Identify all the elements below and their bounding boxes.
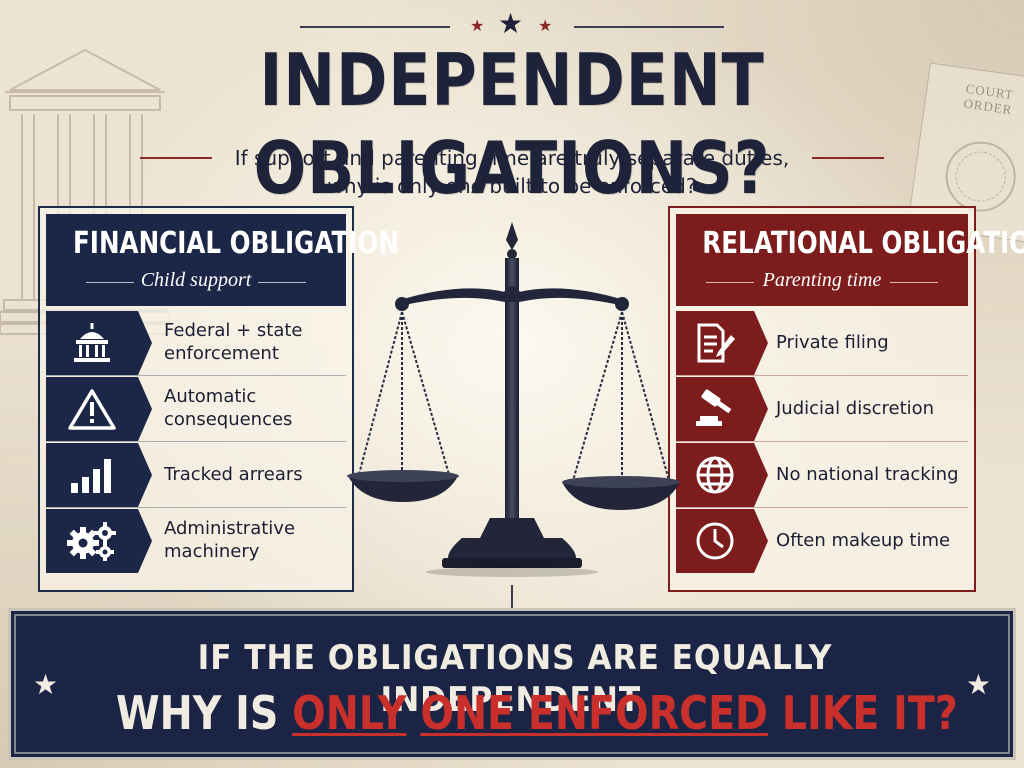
gavel-icon xyxy=(696,389,732,426)
star-icon: ★ xyxy=(498,8,524,39)
warning-triangle-icon xyxy=(68,389,116,430)
banner-text-red-underlined: ONLY xyxy=(292,686,407,740)
page-subtitle: If support and parenting time are truly … xyxy=(190,144,834,200)
star-icon: ★ xyxy=(538,18,553,35)
ornament-line-left xyxy=(300,26,450,28)
subtitle-rule-right xyxy=(812,157,884,159)
header-dash xyxy=(258,282,306,283)
ornament-line-right xyxy=(574,26,724,28)
document-pen-icon xyxy=(697,323,735,363)
capitol-building-icon xyxy=(74,323,110,362)
list-item: Federal + state enforcement xyxy=(46,310,346,376)
header-dash xyxy=(890,282,938,283)
balance-scale-icon xyxy=(347,222,680,577)
list-item: Often makeup time xyxy=(676,508,968,574)
list-item: Tracked arrears xyxy=(46,442,346,508)
list-item-label: Judicial discretion xyxy=(776,397,935,419)
header-ornament: ★ ★ ★ xyxy=(300,8,724,42)
relational-obligation-panel: RELATIONAL OBLIGATION Parenting time Pri… xyxy=(668,206,1024,592)
star-icon: ★ xyxy=(470,18,485,35)
banner-text-white: WHY IS xyxy=(115,686,279,740)
star-icon: ★ xyxy=(33,669,59,700)
banner-text-red-underlined: ONE ENFORCED xyxy=(420,686,769,740)
banner-line-1: IF THE OBLIGATIONS ARE EQUALLY INDEPENDE… xyxy=(197,638,833,720)
connector-line xyxy=(511,585,513,609)
list-item-label: No national tracking xyxy=(776,463,959,485)
conclusion-banner: ★ ★ IF THE OBLIGATIONS ARE EQUALLY INDEP… xyxy=(8,608,1016,760)
financial-obligation-panel: FINANCIAL OBLIGATION Child support Feder… xyxy=(38,206,399,592)
header-dash xyxy=(706,282,754,283)
clock-icon xyxy=(696,522,734,560)
relational-panel-subtitle: Parenting time xyxy=(762,269,882,291)
header-dash xyxy=(86,282,134,283)
list-item: Private filing xyxy=(676,310,968,376)
subtitle-line-2: why is only one built to be enforced? xyxy=(327,174,697,198)
financial-panel-title: FINANCIAL OBLIGATION xyxy=(73,226,399,261)
relational-panel-title: RELATIONAL OBLIGATION xyxy=(702,226,1024,261)
subtitle-line-1: If support and parenting time are truly … xyxy=(234,146,790,170)
banner-line-2: WHY IS ONLY ONE ENFORCED LIKE IT? xyxy=(115,685,958,741)
gears-icon xyxy=(67,522,116,561)
subtitle-rule-left xyxy=(140,157,212,159)
list-item: Administrative machinery xyxy=(46,508,346,574)
relational-panel-header: RELATIONAL OBLIGATION Parenting time xyxy=(676,214,1024,306)
financial-panel-subtitle: Child support xyxy=(140,269,252,291)
bar-chart-icon xyxy=(71,459,111,493)
list-item-label: Private filing xyxy=(776,331,889,353)
financial-panel-header: FINANCIAL OBLIGATION Child support xyxy=(46,214,399,306)
court-seal xyxy=(941,137,1021,217)
page-title: INDEPENDENT OBLIGATIONS? xyxy=(253,38,771,210)
list-item-label: Automatic consequences xyxy=(164,386,293,430)
list-item-label: Often makeup time xyxy=(776,529,951,551)
globe-icon xyxy=(696,456,734,494)
list-item-label: Federal + state enforcement xyxy=(164,320,303,364)
court-order-text: COURT ORDER xyxy=(962,80,1015,118)
list-item-label: Administrative machinery xyxy=(164,518,296,562)
star-icon: ★ xyxy=(965,669,991,700)
list-item: Judicial discretion xyxy=(676,376,968,442)
list-item: No national tracking xyxy=(676,442,968,508)
banner-text-red: LIKE IT? xyxy=(781,686,958,740)
list-item: Automatic consequences xyxy=(46,376,346,442)
list-item-label: Tracked arrears xyxy=(164,463,303,485)
